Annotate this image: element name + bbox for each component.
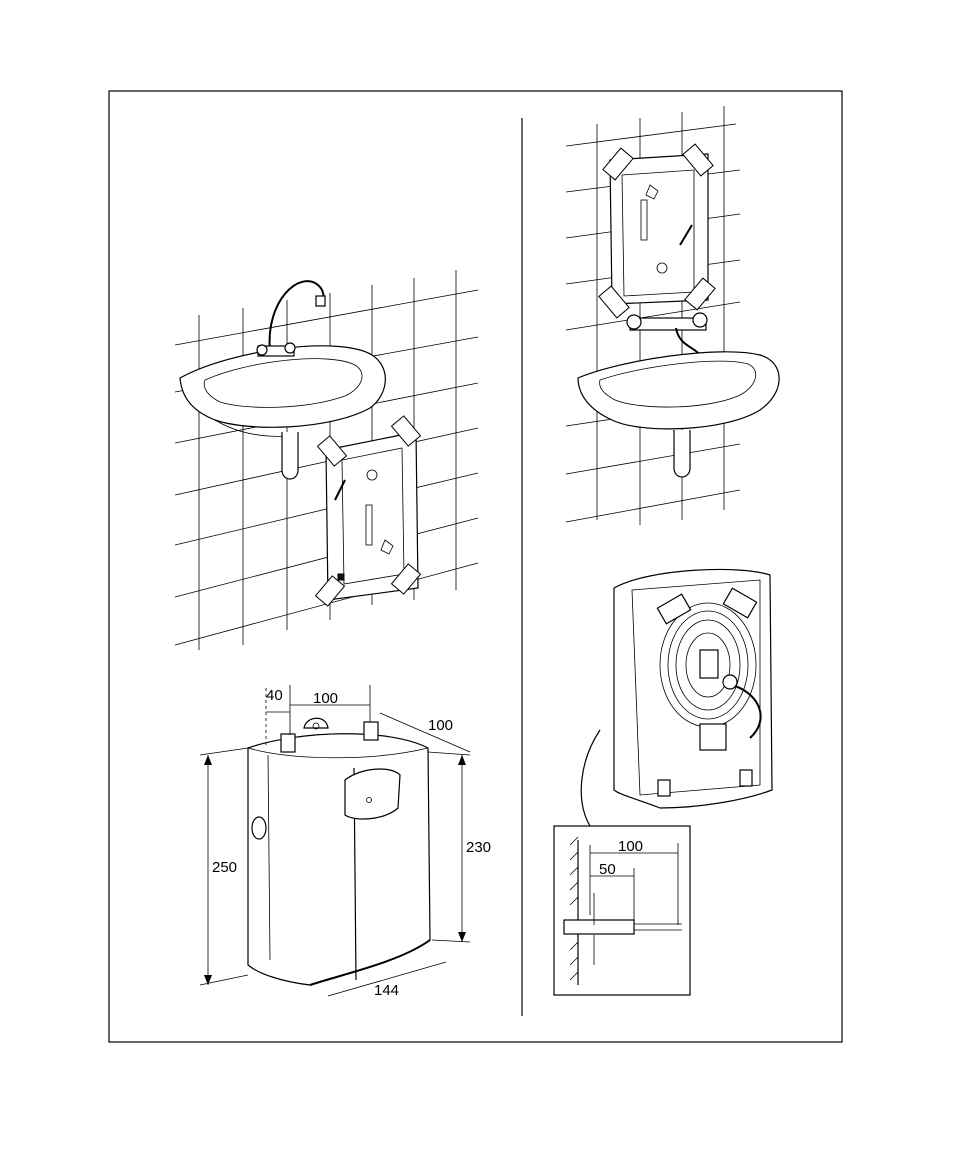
inlet-connection (281, 734, 295, 752)
dim-detail-total: 100 (618, 838, 643, 855)
dim-width: 144 (374, 982, 399, 999)
heater-body (248, 734, 430, 985)
water-heater-dimensions: 40 100 100 250 230 144 (200, 685, 491, 999)
side-port (252, 817, 266, 839)
sink-basin (578, 352, 779, 429)
dim-height-body: 230 (466, 839, 491, 856)
diagram-border (109, 91, 842, 1042)
cable-strip-detail: 100 50 (554, 826, 690, 995)
dim-height-total: 250 (212, 859, 237, 876)
dim-connection-spacing: 100 (313, 690, 338, 707)
mounting-template (599, 144, 715, 318)
dim-heater-offset: 40 (266, 687, 283, 704)
dim-depth: 100 (428, 717, 453, 734)
under-sink-installation (175, 270, 478, 650)
drain-trap (282, 432, 298, 479)
sink-basin (180, 346, 385, 437)
over-sink-installation (566, 106, 779, 525)
drain-trap (674, 430, 690, 477)
dim-detail-strip: 50 (599, 861, 616, 878)
faucet (257, 281, 325, 356)
heater-front-cover (345, 769, 400, 819)
heater-interior (581, 569, 772, 826)
outlet-connection (364, 722, 378, 740)
mounting-template (316, 416, 421, 606)
